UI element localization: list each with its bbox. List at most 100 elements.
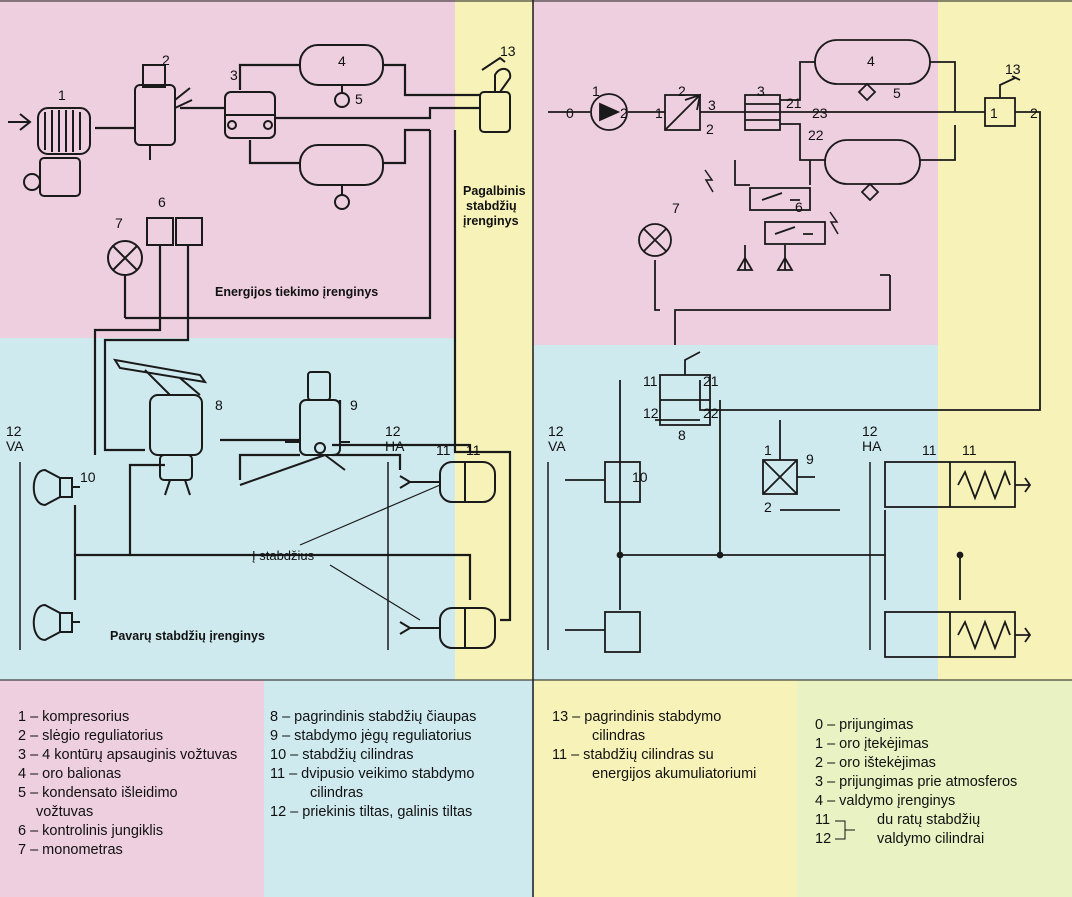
- brake-pedal-valve-icon: [112, 358, 208, 496]
- right-pipes: [548, 61, 1041, 631]
- right-label-8: 8: [678, 427, 686, 443]
- legend-item: 0 – prijungimas: [815, 717, 914, 733]
- legend-item: 11 – dvipusio veikimo stabdymo: [270, 766, 475, 782]
- left-label-12-front: 12: [6, 423, 22, 439]
- right-label-4: 4: [867, 53, 875, 69]
- legend-bg-2: [264, 680, 534, 897]
- four-circuit-valve-icon: [224, 91, 276, 139]
- legend-item: 3 – 4 kontūrų apsauginis vožtuvas: [18, 747, 238, 763]
- legend-item: 2 – oro ištekėjimas: [815, 755, 936, 771]
- compressor-symbol-icon: [590, 93, 628, 131]
- pressure-switch-symbol-icons: [704, 169, 839, 271]
- left-axle-ha: HA: [385, 438, 405, 454]
- right-port-2-3: 3: [708, 97, 716, 113]
- legend-column-1: 1 – kompresorius 2 – slėgio reguliatoriu…: [18, 708, 237, 860]
- legend-item: 4 – valdymo įrenginys: [815, 793, 956, 809]
- right-port-13-1: 1: [990, 105, 998, 121]
- right-port-8-12: 12: [643, 405, 659, 421]
- right-label-1: 1: [592, 83, 600, 99]
- legend-item: cilindras: [310, 785, 364, 801]
- left-label-11a: 11: [436, 442, 451, 458]
- left-label-9: 9: [350, 397, 358, 413]
- right-port-1-2: 2: [620, 105, 628, 121]
- air-reservoir-bottom-icon: [299, 144, 384, 210]
- reservoir-symbol-top-icon: [814, 39, 931, 102]
- aux-brake-label-2: stabdžių: [466, 199, 517, 213]
- right-port-21: 21: [786, 95, 802, 111]
- pressure-regulator-icon: [134, 64, 193, 160]
- legend-bg-3: [534, 680, 797, 897]
- legend-item: 7 – monometras: [18, 842, 123, 858]
- legend-bg-4: [797, 680, 1072, 897]
- legend-item: 8 – pagrindinis stabdžių čiaupas: [270, 709, 477, 725]
- left-label-12: 12: [385, 423, 401, 439]
- right-label-12-front: 12: [548, 423, 564, 439]
- left-label-8: 8: [215, 397, 223, 413]
- right-port-8-21: 21: [703, 373, 719, 389]
- to-brakes-label: Į stabdžius: [252, 548, 315, 563]
- left-label-2: 2: [162, 52, 170, 68]
- right-port-9-2: 2: [764, 499, 772, 515]
- right-axle-va: VA: [548, 438, 566, 454]
- left-label-4: 4: [338, 53, 346, 69]
- legend-column-4: 0 – prijungimas 1 – oro įtekėjimas 2 – o…: [815, 716, 1017, 849]
- legend-column-3: 13 – pagrindinis stabdymo cilindras 11 –…: [552, 708, 756, 784]
- legend-item: energijos akumuliatoriumi: [592, 766, 757, 782]
- drive-brake-label: Pavarų stabdžių įrenginys: [110, 629, 265, 643]
- axle-lines: [19, 462, 389, 650]
- legend-item: 4 – oro balionas: [18, 766, 122, 782]
- right-label-9: 9: [806, 451, 814, 467]
- right-port-8-11: 11: [643, 373, 658, 389]
- right-axle-lines: [547, 462, 871, 650]
- right-label-2: 2: [678, 83, 686, 99]
- right-label-6: 6: [795, 199, 803, 215]
- right-label-0: 0: [566, 105, 574, 121]
- right-label-12-rear: 12: [862, 423, 878, 439]
- left-label-7: 7: [115, 215, 123, 231]
- right-port-23: 23: [812, 105, 828, 121]
- aux-valve-symbol-icon: [984, 75, 1021, 127]
- legend-item: 1 – kompresorius: [18, 709, 130, 725]
- legend-column-2: 8 – pagrindinis stabdžių čiaupas 9 – sta…: [270, 708, 476, 822]
- manometer-symbol-icon: [638, 223, 672, 257]
- left-label-3: 3: [230, 67, 238, 83]
- left-axle-va: VA: [6, 438, 24, 454]
- legend-item: 10 – stabdžių cilindras: [270, 747, 414, 763]
- left-label-6: 6: [158, 194, 166, 210]
- legend-bracket-group: 11 12 du ratų stabdžių valdymo cilindrai: [815, 811, 1017, 849]
- right-label-5: 5: [893, 85, 901, 101]
- front-brake-cylinder-top-icon: [32, 468, 80, 507]
- energy-supply-label: Energijos tiekimo įrenginys: [215, 285, 378, 299]
- yellow-zone-left: [455, 0, 533, 680]
- right-port-2-1: 1: [655, 105, 663, 121]
- compressor-icon: [8, 107, 91, 197]
- aux-brake-label-1: Pagalbinis: [463, 184, 526, 198]
- right-label-10: 10: [632, 469, 648, 485]
- left-label-1: 1: [58, 87, 66, 103]
- left-pipes: [73, 63, 512, 622]
- legend-item: 5 – kondensato išleidimo: [18, 785, 178, 801]
- legend-bg-1: [0, 680, 264, 897]
- legend-item: 1 – oro įtekėjimas: [815, 736, 929, 752]
- left-label-13: 13: [500, 43, 516, 59]
- right-port-8-22: 22: [703, 405, 719, 421]
- load-regulator-icon: [239, 371, 350, 486]
- brake-valve-symbol-icon: [659, 351, 711, 426]
- legend-item: 13 – pagrindinis stabdymo: [552, 709, 722, 725]
- legend-item: vožtuvas: [36, 804, 94, 820]
- legend-bracket-11: 11: [815, 812, 831, 828]
- right-label-3: 3: [757, 83, 765, 99]
- legend-item: 3 – prijungimas prie atmosferos: [815, 774, 1018, 790]
- legend-bracket-text-2: valdymo cilindrai: [877, 831, 985, 847]
- rear-spring-brake-cylinder-top-icon: [399, 461, 496, 503]
- right-label-13: 13: [1005, 61, 1021, 77]
- reservoir-symbol-bottom-icon: [824, 139, 921, 202]
- legend-bracket-text-1: du ratų stabdžių: [877, 812, 981, 828]
- front-cylinder-symbol-icons: [604, 461, 641, 653]
- manometer-icon: [107, 240, 143, 276]
- load-regulator-symbol-icon: [762, 459, 815, 495]
